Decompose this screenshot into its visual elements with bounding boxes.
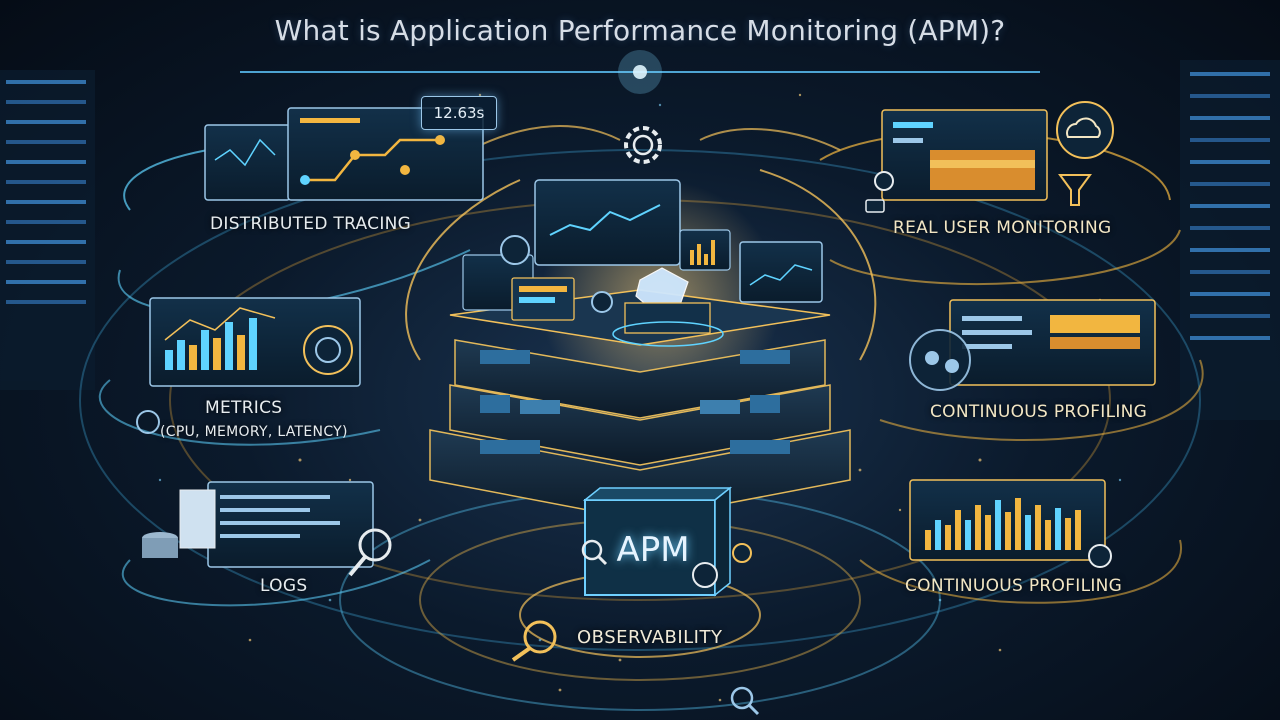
metrics-panel: [149, 297, 361, 387]
continuous-profiling-panel-2: [909, 479, 1112, 568]
label-metrics: METRICS: [205, 398, 283, 418]
label-continuous-profiling-2: CONTINUOUS PROFILING: [905, 576, 1123, 596]
apm-cube: [582, 486, 733, 597]
real-user-monitoring-panel: [881, 101, 1114, 206]
label-observability: OBSERVABILITY: [577, 627, 723, 648]
label-logs: LOGS: [260, 576, 308, 596]
label-distributed-tracing: DISTRIBUTED TRACING: [210, 214, 412, 234]
distributed-tracing-panel: [204, 107, 484, 201]
central-server-stack: [429, 179, 851, 521]
logs-panel: [142, 481, 392, 577]
continuous-profiling-panel-1: [909, 299, 1156, 391]
page-title: What is Application Performance Monitori…: [274, 14, 1006, 47]
apm-label: APM: [616, 530, 690, 570]
gear-icon-shape: [624, 126, 662, 164]
label-metrics-sub: (CPU, MEMORY, LATENCY): [160, 424, 348, 440]
server-racks-left: [0, 70, 95, 390]
label-real-user-monitoring: REAL USER MONITORING: [893, 218, 1112, 238]
trace-timer-badge: 12.63s: [421, 96, 497, 130]
label-continuous-profiling-1: CONTINUOUS PROFILING: [930, 402, 1148, 422]
server-racks-right: [1180, 60, 1280, 420]
